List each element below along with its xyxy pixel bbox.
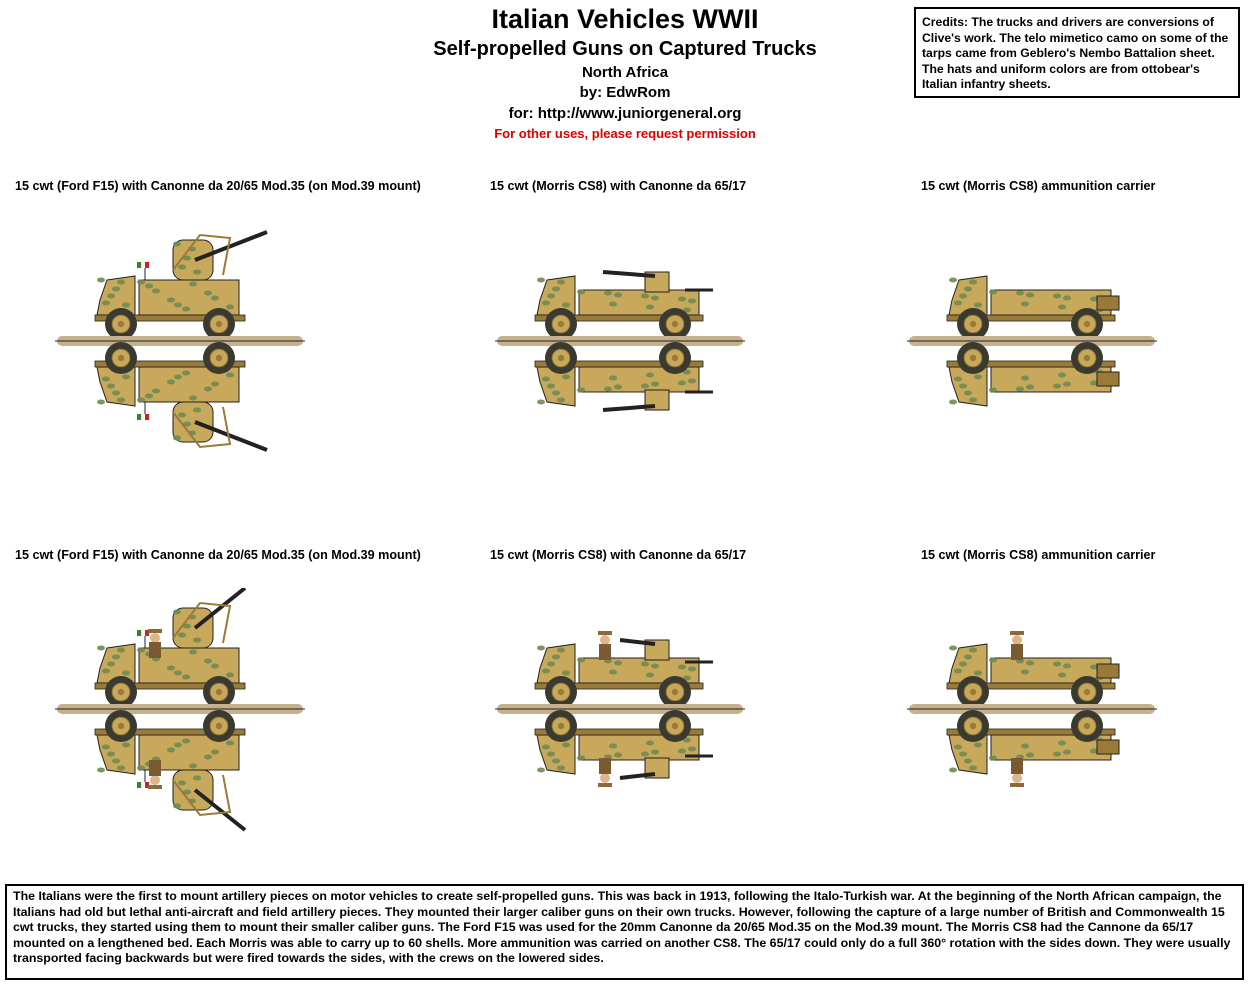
vehicle-side-view bbox=[94, 588, 247, 708]
vehicle-mirror-view bbox=[534, 342, 713, 412]
vehicle-drawing bbox=[907, 631, 1157, 787]
vehicle-mirror-view bbox=[946, 342, 1120, 407]
caption-morris-gun-crewed: 15 cwt (Morris CS8) with Canonne da 65/1… bbox=[490, 548, 747, 562]
vehicle-mirror-view bbox=[946, 710, 1120, 787]
caption-morris-gun: 15 cwt (Morris CS8) with Canonne da 65/1… bbox=[490, 179, 747, 193]
vehicle-side-view bbox=[534, 270, 713, 340]
caption-morris-ammo: 15 cwt (Morris CS8) ammunition carrier bbox=[921, 179, 1156, 193]
vehicle-mirror-view bbox=[94, 342, 268, 452]
vehicle-drawing bbox=[495, 270, 745, 412]
vehicle-side-view bbox=[946, 275, 1120, 340]
vehicle-side-view bbox=[94, 230, 268, 340]
description-box: The Italians were the first to mount art… bbox=[5, 884, 1244, 980]
vehicle-drawing bbox=[495, 631, 745, 787]
vehicle-drawing bbox=[907, 275, 1157, 407]
page-title: Italian Vehicles WWII bbox=[491, 4, 759, 34]
vehicle-ford-aa bbox=[55, 220, 305, 470]
vehicle-side-view bbox=[946, 631, 1120, 708]
caption-morris-ammo-crewed: 15 cwt (Morris CS8) ammunition carrier bbox=[921, 548, 1156, 562]
vehicle-ford-aa-crewed bbox=[55, 588, 305, 838]
region-label: North Africa bbox=[581, 64, 669, 81]
page-subtitle: Self-propelled Guns on Captured Trucks bbox=[433, 38, 817, 60]
vehicle-morris-gun bbox=[495, 220, 745, 470]
vehicle-drawing bbox=[55, 588, 305, 832]
author-label: by: EdwRom bbox=[579, 84, 671, 101]
site-link[interactable]: for: http://www.juniorgeneral.org bbox=[508, 105, 742, 122]
vehicle-morris-gun-crewed bbox=[495, 588, 745, 838]
vehicle-side-view bbox=[534, 631, 713, 708]
credits-box: Credits: The trucks and drivers are conv… bbox=[914, 7, 1240, 98]
caption-ford-aa-crewed: 15 cwt (Ford F15) with Canonne da 20/65 … bbox=[15, 548, 421, 562]
vehicle-mirror-view bbox=[94, 710, 247, 832]
vehicle-drawing bbox=[55, 230, 305, 452]
vehicle-morris-ammo bbox=[907, 220, 1157, 470]
permission-notice: For other uses, please request permissio… bbox=[494, 126, 756, 141]
caption-ford-aa: 15 cwt (Ford F15) with Canonne da 20/65 … bbox=[15, 179, 421, 193]
vehicle-mirror-view bbox=[534, 710, 713, 787]
vehicle-morris-ammo-crewed bbox=[907, 588, 1157, 838]
